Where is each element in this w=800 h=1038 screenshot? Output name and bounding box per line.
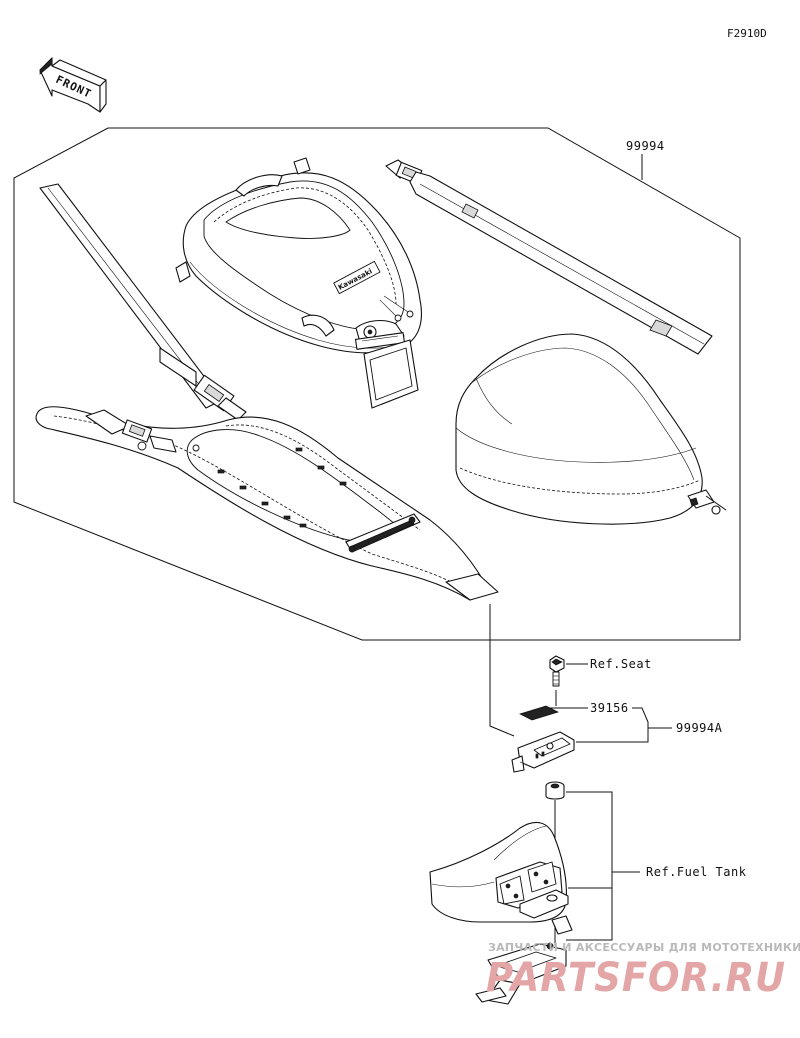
tank-strap — [385, 159, 713, 355]
lower-mount-reference — [475, 915, 573, 1005]
rubber-damper — [545, 781, 565, 800]
mounting-bracket — [511, 731, 575, 773]
watermark-logo: PARTSFOR.RU — [486, 955, 786, 1001]
figure-code: F2910D — [727, 27, 767, 40]
kit-part-number: 99994 — [626, 139, 665, 153]
kit-boundary — [13, 127, 741, 641]
seat-bag — [455, 333, 727, 525]
harness-to-bracket-leader — [489, 604, 515, 737]
mounting-bolt — [549, 655, 565, 687]
watermark: ЗАПЧАСТИ И АКСЕССУАРЫ ДЛЯ МОТОТЕХНИКИ PA… — [486, 941, 800, 1001]
bracket-kit-leader — [576, 707, 672, 743]
tank-bag-harness — [35, 183, 499, 601]
ref-fuel-tank-label: Ref.Fuel Tank — [646, 865, 747, 879]
bracket-kit-number: 99994A — [676, 721, 723, 735]
fuel-tank-reference — [429, 821, 569, 923]
fuel-tank-leader — [566, 791, 640, 941]
front-direction-badge: FRONT — [39, 57, 107, 113]
watermark-tagline: ЗАПЧАСТИ И АКСЕССУАРЫ ДЛЯ МОТОТЕХНИКИ — [488, 941, 800, 954]
tank-bag: Kawasaki — [175, 157, 422, 409]
ref-seat-label: Ref.Seat — [590, 657, 652, 671]
front-arrow-icon — [39, 57, 53, 75]
bracket-pad — [519, 705, 559, 721]
bracket-part-number: 39156 — [590, 701, 629, 715]
